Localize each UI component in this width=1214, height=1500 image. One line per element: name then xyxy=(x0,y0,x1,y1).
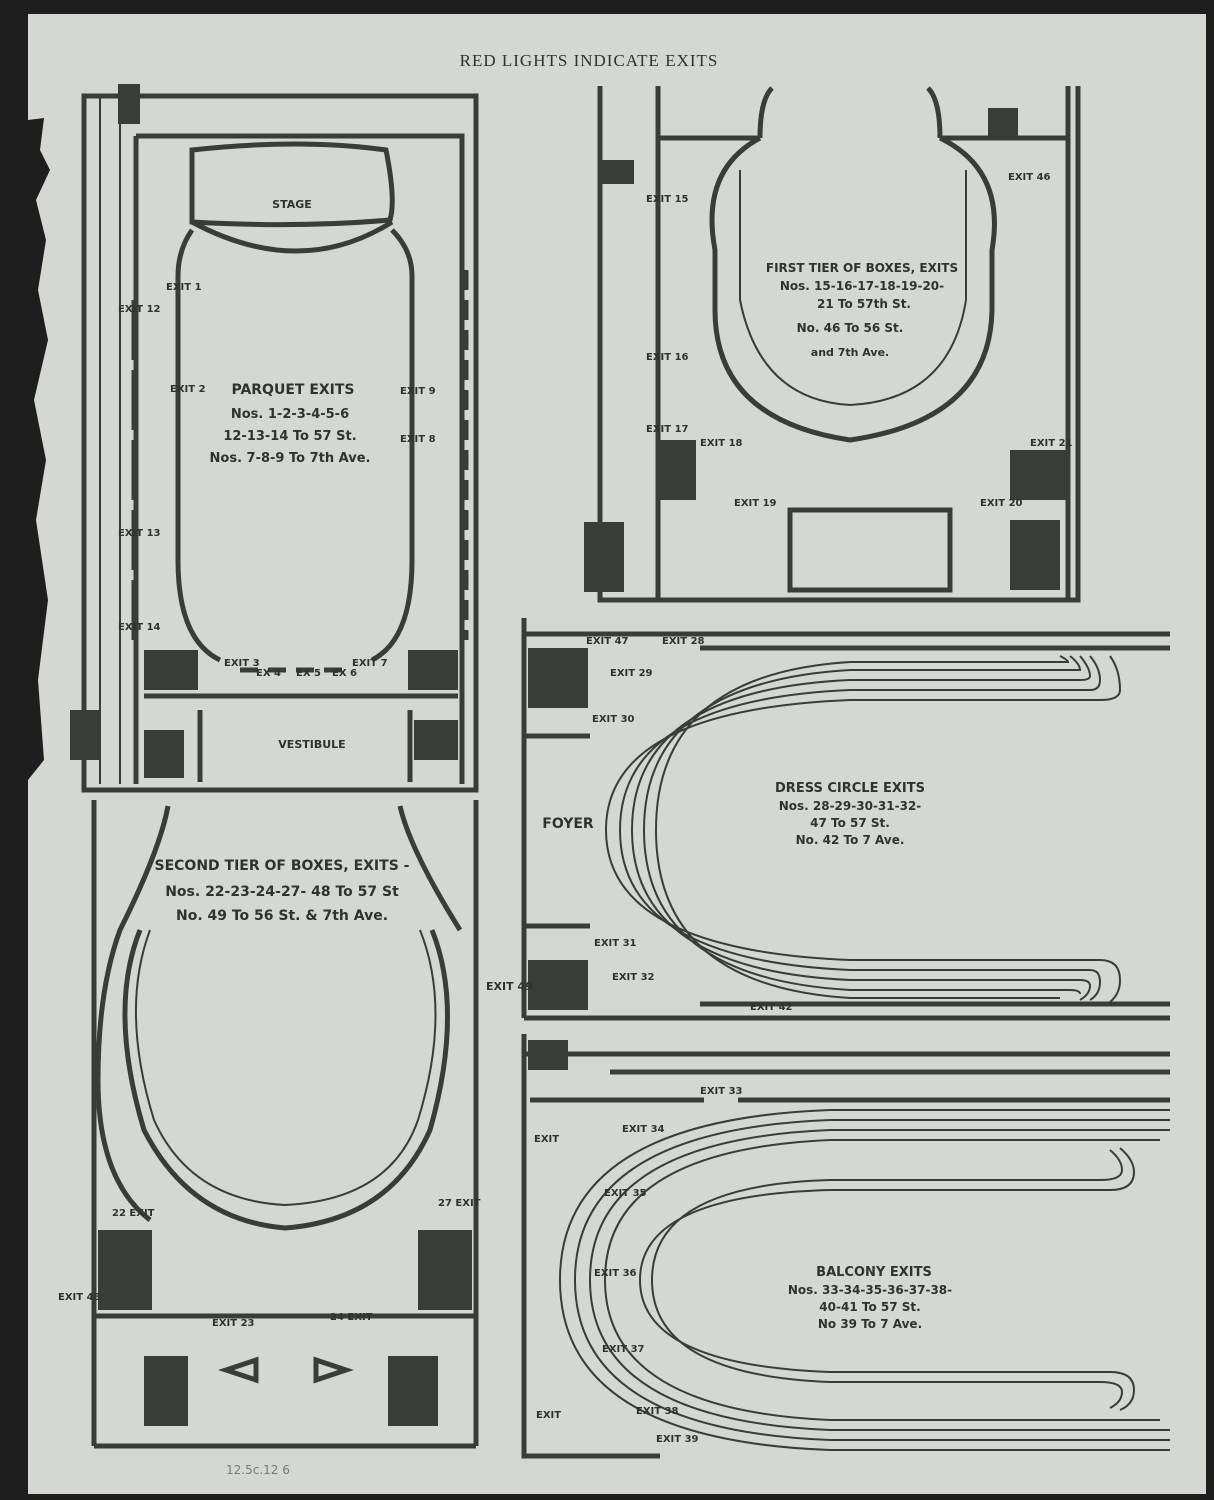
dress-circle-heading: DRESS CIRCLE EXITS xyxy=(775,781,925,796)
pencil-note: 12.5c.12 6 xyxy=(226,1463,290,1477)
balcony-line-3: No 39 To 7 Ave. xyxy=(818,1317,922,1331)
exit-27: 27 EXIT xyxy=(438,1198,481,1209)
foyer-label: FOYER xyxy=(542,816,594,832)
exit-17: EXIT 17 xyxy=(646,424,689,435)
exit-23: EXIT 23 xyxy=(212,1318,255,1329)
exit-28: EXIT 28 xyxy=(662,636,705,647)
first-tier-heading: FIRST TIER OF BOXES, EXITS xyxy=(766,261,958,275)
dress-circle-line-2: 47 To 57 St. xyxy=(810,816,890,830)
exit-balcony-upper: EXIT xyxy=(534,1134,559,1145)
exit-18: EXIT 18 xyxy=(700,438,743,449)
second-tier-line-1: Nos. 22-23-24-27- 48 To 57 St xyxy=(165,884,399,900)
exit-15: EXIT 15 xyxy=(646,194,689,205)
exit-39: EXIT 39 xyxy=(656,1434,699,1445)
exit-49: EXIT 49 xyxy=(486,980,533,993)
exit-47: EXIT 47 xyxy=(586,636,629,647)
exit-3: EXIT 3 xyxy=(224,658,260,669)
exit-29: EXIT 29 xyxy=(610,668,653,679)
second-tier-heading: SECOND TIER OF BOXES, EXITS - xyxy=(155,858,410,874)
program-sheet xyxy=(28,14,1206,1494)
first-tier-line-1: Nos. 15-16-17-18-19-20- xyxy=(780,279,944,293)
exit-13: EXIT 13 xyxy=(118,528,161,539)
balcony-line-1: Nos. 33-34-35-36-37-38- xyxy=(788,1283,952,1297)
exit-8: EXIT 8 xyxy=(400,434,436,445)
balcony-line-2: 40-41 To 57 St. xyxy=(819,1300,920,1314)
parquet-line-2: 12-13-14 To 57 St. xyxy=(223,429,356,444)
vestibule-label: VESTIBULE xyxy=(278,738,345,751)
second-tier-plan: SECOND TIER OF BOXES, EXITS - Nos. 22-23… xyxy=(58,800,533,1449)
exit-48: EXIT 48 xyxy=(58,1292,101,1303)
exit-9: EXIT 9 xyxy=(400,386,436,397)
exit-38: EXIT 38 xyxy=(636,1406,679,1417)
exit-16: EXIT 16 xyxy=(646,352,689,363)
exit-46: EXIT 46 xyxy=(1008,172,1051,183)
exit-37: EXIT 37 xyxy=(602,1344,645,1355)
first-tier-line-2: 21 To 57th St. xyxy=(817,297,911,311)
exit-36: EXIT 36 xyxy=(594,1268,637,1279)
dress-circle-line-3: No. 42 To 7 Ave. xyxy=(796,833,905,847)
second-tier-line-2: No. 49 To 56 St. & 7th Ave. xyxy=(176,908,388,924)
exit-12: EXIT 12 xyxy=(118,304,161,315)
exit-21: EXIT 21 xyxy=(1030,438,1073,449)
first-tier-line-3: No. 46 To 56 St. xyxy=(797,321,904,335)
parquet-heading: PARQUET EXITS xyxy=(231,382,354,398)
exit-24: 24 EXIT xyxy=(330,1312,373,1323)
first-tier-line-4: and 7th Ave. xyxy=(811,346,889,359)
exit-5: EX 5 xyxy=(296,668,321,679)
exit-33: EXIT 33 xyxy=(700,1086,743,1097)
balcony-heading: BALCONY EXITS xyxy=(816,1265,932,1280)
exit-4: EX 4 xyxy=(256,668,281,679)
exit-31: EXIT 31 xyxy=(594,938,637,949)
parquet-line-3: Nos. 7-8-9 To 7th Ave. xyxy=(210,451,371,466)
dress-circle-plan: FOYER DRESS CIRCLE EXITS Nos. 28-29-30-3… xyxy=(521,618,1170,1021)
exit-42: EXIT 42 xyxy=(750,1002,793,1013)
exit-22: 22 EXIT xyxy=(112,1208,155,1219)
exit-32: EXIT 32 xyxy=(612,972,655,983)
stage-label: STAGE xyxy=(272,198,312,211)
exit-6: EX 6 xyxy=(332,668,357,679)
exit-19: EXIT 19 xyxy=(734,498,777,509)
page-title: RED LIGHTS INDICATE EXITS xyxy=(460,51,719,70)
exit-34: EXIT 34 xyxy=(622,1124,665,1135)
parquet-line-1: Nos. 1-2-3-4-5-6 xyxy=(231,407,349,422)
dress-circle-line-1: Nos. 28-29-30-31-32- xyxy=(779,799,922,813)
exit-7: EXIT 7 xyxy=(352,658,388,669)
exit-2: EXIT 2 xyxy=(170,384,206,395)
exit-20: EXIT 20 xyxy=(980,498,1023,509)
parquet-plan: STAGE VESTIBULE PARQUET EXITS Nos. 1-2-3… xyxy=(70,84,479,793)
exit-balcony-lower: EXIT xyxy=(536,1410,561,1421)
exit-14: EXIT 14 xyxy=(118,622,161,633)
exit-30: EXIT 30 xyxy=(592,714,635,725)
exit-35: EXIT 35 xyxy=(604,1188,647,1199)
first-tier-plan: FIRST TIER OF BOXES, EXITS Nos. 15-16-17… xyxy=(584,86,1081,603)
exit-1: EXIT 1 xyxy=(166,282,202,293)
balcony-plan: BALCONY EXITS Nos. 33-34-35-36-37-38- 40… xyxy=(521,1034,1170,1459)
